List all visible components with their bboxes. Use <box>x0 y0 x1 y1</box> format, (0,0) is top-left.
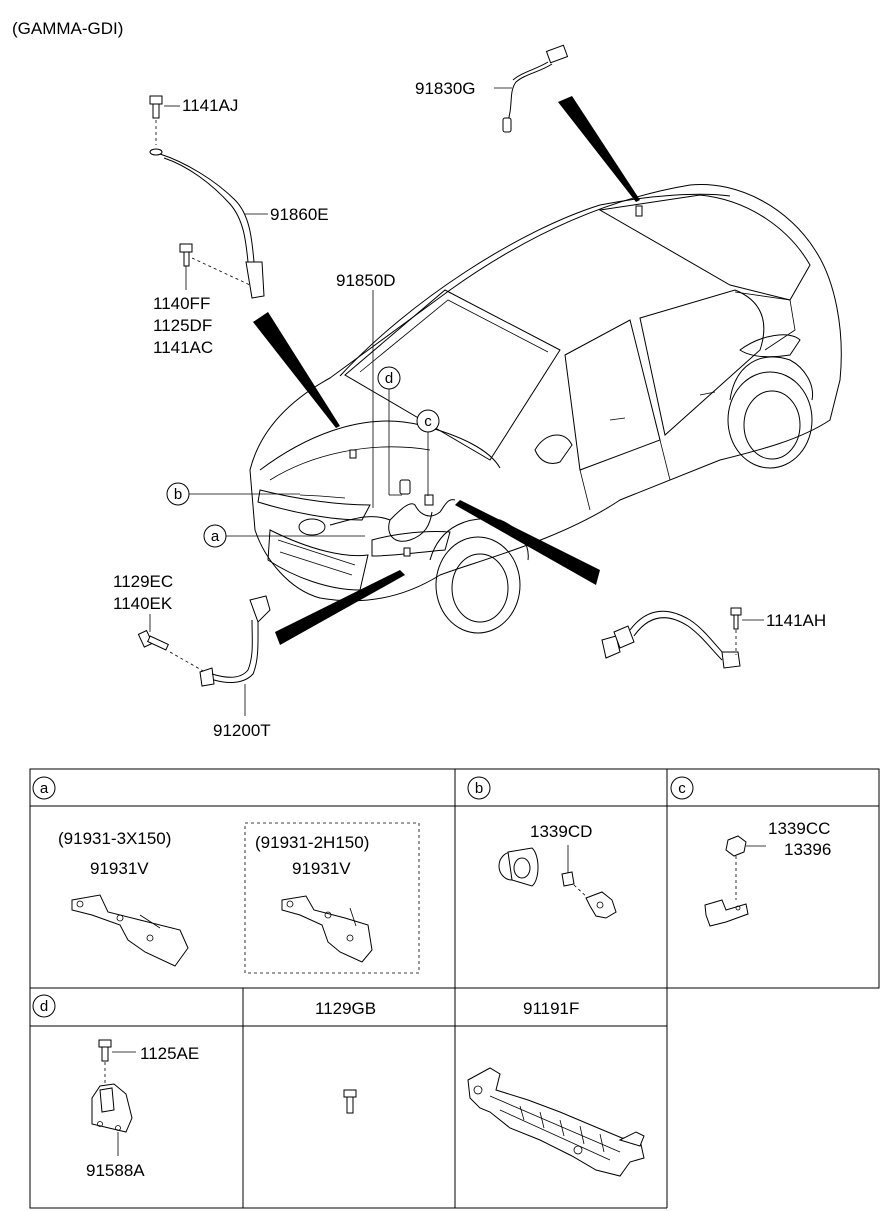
part-ground-cable-right <box>601 607 764 669</box>
cell-d-part-1: 1125AE <box>140 1044 199 1063</box>
callout-1140FF: 1140FF <box>153 294 210 313</box>
marker-d: d <box>377 366 402 496</box>
cell-b-header: b <box>467 776 491 800</box>
cell-d-part-2: 91588A <box>86 1161 145 1180</box>
cell-a-left-code: (91931-3X150) <box>58 829 171 848</box>
nut-13396-bracket <box>704 835 766 927</box>
cell-d-header: d <box>32 994 56 1018</box>
svg-text:a: a <box>211 528 220 545</box>
protector-91191F <box>467 1067 645 1177</box>
cell-91191F-header: 91191F <box>523 999 579 1018</box>
svg-text:b: b <box>475 780 483 797</box>
part-91200T-cable <box>137 595 271 716</box>
cell-c-part-1: 1339CC <box>768 819 830 838</box>
callout-1125DF: 1125DF <box>153 316 212 335</box>
marker-a: a <box>203 524 365 548</box>
svg-text:a: a <box>40 780 49 797</box>
cell-a-right-part: 91931V <box>292 859 351 878</box>
engine-title: (GAMMA-GDI) <box>12 19 123 38</box>
clip-1339CD <box>498 845 617 919</box>
svg-text:b: b <box>174 486 182 503</box>
svg-text:c: c <box>678 780 686 797</box>
cell-a-right-code: (91931-2H150) <box>255 833 369 852</box>
cell-1129GB-header: 1129GB <box>315 999 376 1018</box>
cell-b-part: 1339CD <box>530 822 592 841</box>
callout-91860E: 91860E <box>270 205 329 224</box>
bracket-91931V-left <box>71 894 189 967</box>
svg-text:d: d <box>40 998 48 1015</box>
bracket-91931V-right <box>281 895 373 963</box>
part-91830G-cable <box>494 44 569 133</box>
callout-91830G: 91830G <box>415 79 476 98</box>
detail-table <box>29 768 880 1209</box>
callout-91850D: 91850D <box>336 271 396 290</box>
callout-1140EK: 1140EK <box>113 594 173 613</box>
svg-text:c: c <box>424 413 432 430</box>
cell-a-alternate-box <box>244 822 420 974</box>
bolt-1129GB <box>343 1089 357 1114</box>
callout-1141AJ: 1141AJ <box>182 96 238 115</box>
part-91860E-cable <box>149 95 268 299</box>
cell-c-header: c <box>670 776 694 800</box>
car-illustration <box>249 96 842 645</box>
cell-c-part-2: 13396 <box>784 840 831 859</box>
bolt-1125AE-bracket-91588A <box>91 1039 136 1156</box>
cell-a-header: a <box>32 776 56 800</box>
marker-b: b <box>166 482 300 506</box>
cell-a-left-part: 91931V <box>90 859 149 878</box>
callout-91200T: 91200T <box>213 721 271 740</box>
callout-1141AH: 1141AH <box>766 611 826 630</box>
marker-c: c <box>416 409 440 496</box>
callout-1129EC: 1129EC <box>113 572 173 591</box>
callout-1141AC: 1141AC <box>153 338 213 357</box>
svg-text:d: d <box>385 370 393 387</box>
